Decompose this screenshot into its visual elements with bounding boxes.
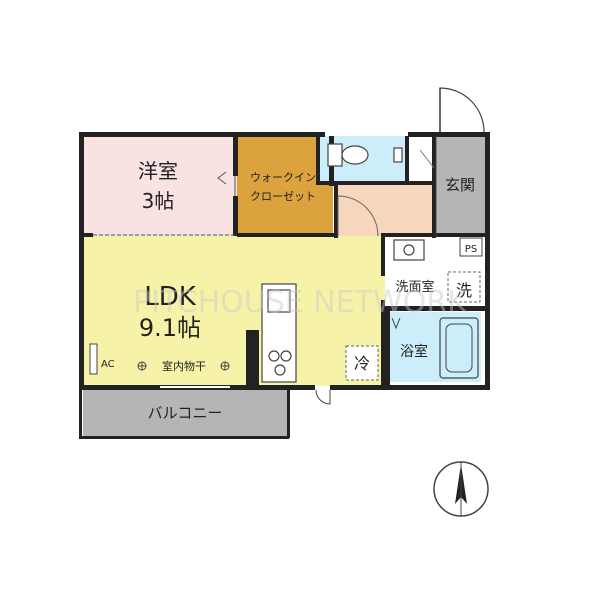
genkan-name: 玄関 [445,176,475,194]
western-room-size: 3帖 [142,189,175,213]
balcony-fill [83,386,287,436]
western-room-fill [83,136,237,236]
fridge-symbol: 冷 [354,354,370,373]
bathtub-inner [445,323,473,373]
walls [79,132,490,439]
balcony-name: バルコニー [148,404,223,422]
bath-name: 浴室 [400,343,428,360]
hall-door-arc [337,195,379,237]
watermark: PITCHOUSE NETWORK [133,285,468,320]
drying-label: 室内物干 [162,359,206,373]
toilet-fixture [327,143,403,167]
washer-box [447,271,481,303]
hall-fill [338,184,434,236]
washbasin [393,239,425,261]
drying-markers [137,361,230,371]
entrance-door-arc [439,87,485,133]
closet-door-mark [217,171,227,185]
ac-label: AC [101,359,115,370]
ldk-name: LDK [144,282,197,312]
ac-unit [89,343,98,375]
genkan-diag [419,149,435,169]
fridge-box [345,345,379,381]
washer-symbol: 洗 [456,281,472,300]
walkin-line1: ウォークイン [250,171,316,184]
bath-door-mark [391,317,401,330]
side-door-arc [315,389,331,405]
ps-box [459,237,483,257]
washroom-name: 洗面室 [395,279,434,295]
walkin-line2: クローゼット [250,190,316,203]
genkan-fill [434,136,486,236]
western-room-name: 洋室 [138,159,178,183]
bathtub [439,317,479,379]
kitchen-counter [261,283,297,383]
ps-label: PS [465,244,477,255]
ldk-fill [83,236,385,386]
compass-icon [433,461,489,517]
ldk-size: 9.1帖 [139,314,201,342]
